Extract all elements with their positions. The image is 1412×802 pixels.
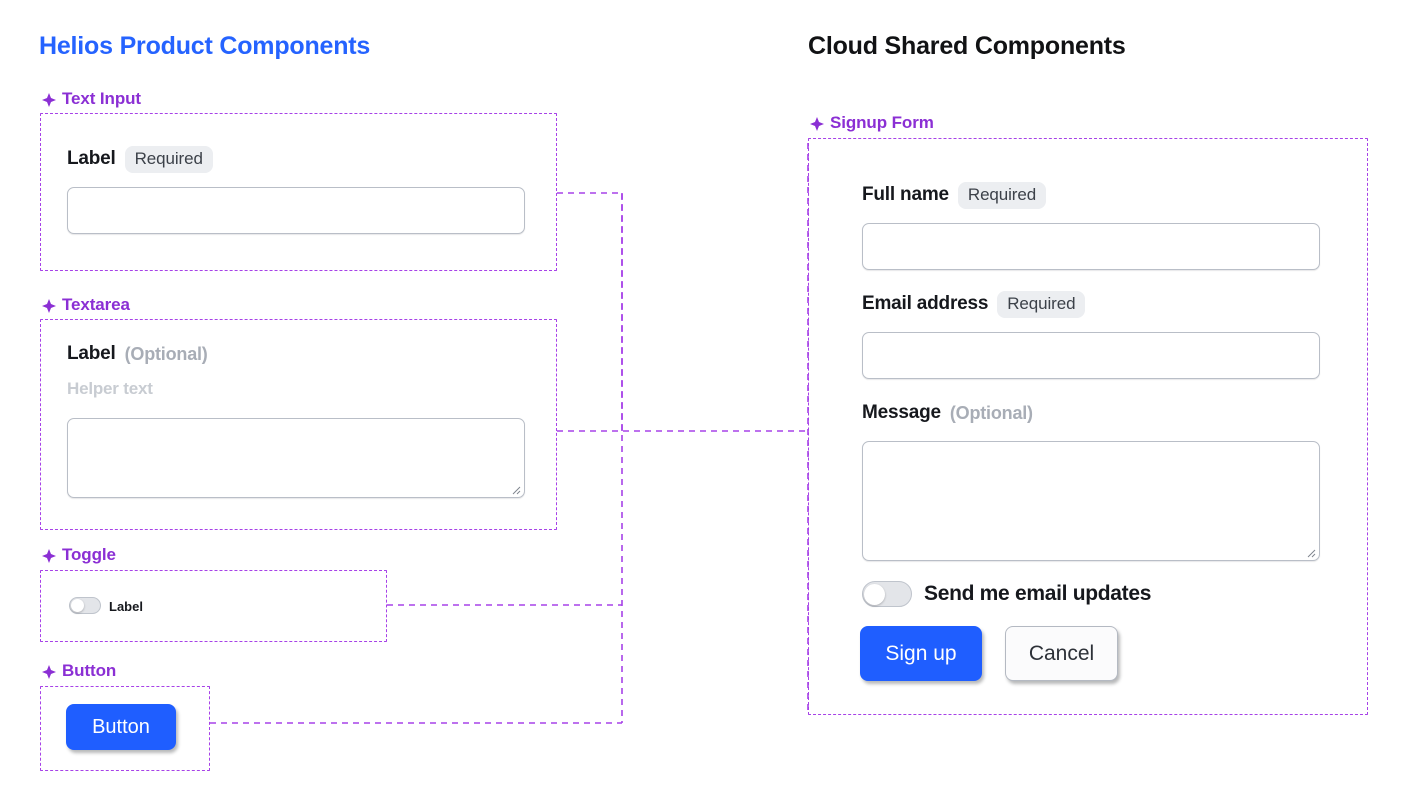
- right-panel-title: Cloud Shared Components: [808, 32, 1126, 60]
- group-label-textarea: Textarea: [42, 295, 130, 315]
- diamond-icon: [810, 116, 824, 131]
- group-label-signup-form: Signup Form: [810, 113, 934, 133]
- toggle-switch-small[interactable]: [69, 597, 101, 614]
- diamond-icon: [42, 298, 56, 313]
- group-label-text: Signup Form: [830, 113, 934, 132]
- email-label: Email address: [862, 293, 989, 315]
- textarea-optional-tag: (Optional): [124, 343, 208, 364]
- full-name-input[interactable]: [862, 223, 1320, 270]
- diamond-icon: [42, 92, 56, 107]
- full-name-required-badge: Required: [957, 182, 1047, 209]
- frame-textarea: [40, 319, 557, 530]
- resize-grip-icon: [509, 482, 521, 495]
- frame-text-input: [40, 113, 557, 271]
- text-input-label-row: Label Required: [67, 146, 213, 173]
- full-name-label-row: Full name Required: [862, 182, 1047, 209]
- group-label-text: Toggle: [62, 545, 116, 564]
- text-input-required-badge: Required: [124, 146, 213, 173]
- diamond-icon: [42, 548, 56, 563]
- email-label-row: Email address Required: [862, 291, 1086, 318]
- text-input-field[interactable]: [67, 187, 525, 234]
- message-optional-tag: (Optional): [949, 402, 1033, 423]
- textarea-helper-text: Helper text: [67, 379, 153, 398]
- group-label-text: Textarea: [62, 295, 130, 314]
- text-input-label: Label: [67, 148, 116, 170]
- group-label-toggle: Toggle: [42, 545, 116, 565]
- email-updates-toggle[interactable]: [862, 581, 912, 607]
- message-textarea[interactable]: [862, 441, 1320, 561]
- email-updates-label: Send me email updates: [924, 582, 1152, 605]
- group-label-button: Button: [42, 661, 116, 681]
- group-label-text: Text Input: [62, 89, 141, 108]
- left-panel-title: Helios Product Components: [39, 32, 371, 60]
- email-input[interactable]: [862, 332, 1320, 379]
- group-label-text: Button: [62, 661, 117, 680]
- frame-button: [40, 686, 210, 771]
- full-name-label: Full name: [862, 184, 949, 206]
- toggle-label: Label: [109, 599, 143, 614]
- textarea-field-wrapper[interactable]: [67, 418, 525, 498]
- frame-signup-form: [808, 138, 1368, 715]
- textarea-label-row: Label (Optional): [67, 343, 208, 365]
- message-label-row: Message (Optional): [862, 402, 1033, 424]
- toggle-knob: [864, 583, 885, 605]
- toggle-knob: [71, 599, 84, 612]
- demo-button[interactable]: Button: [66, 704, 176, 750]
- message-label: Message: [862, 402, 941, 423]
- email-required-badge: Required: [997, 291, 1086, 318]
- group-label-text-input: Text Input: [42, 89, 141, 109]
- diamond-icon: [42, 664, 56, 679]
- sign-up-button[interactable]: Sign up: [860, 626, 982, 681]
- frame-toggle: [40, 570, 387, 642]
- resize-grip-icon: [1304, 545, 1316, 558]
- textarea-label: Label: [67, 343, 116, 364]
- cancel-button[interactable]: Cancel: [1005, 626, 1118, 681]
